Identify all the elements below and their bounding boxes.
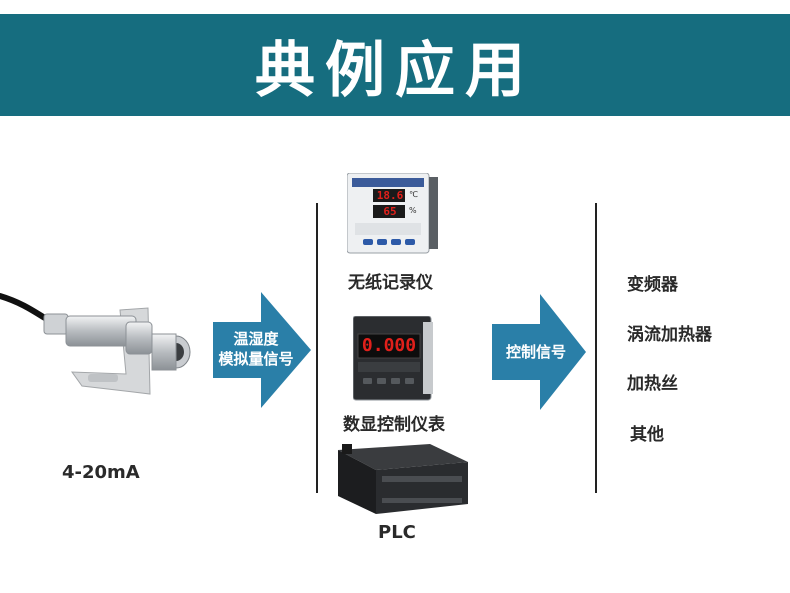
divider-left xyxy=(316,203,318,493)
arrow-analog-signal-line2: 模拟量信号 xyxy=(218,350,294,368)
digital-meter-label: 数显控制仪表 xyxy=(343,415,445,435)
arrow-analog-signal-text: 温湿度 模拟量信号 xyxy=(213,329,299,369)
meter-display: 0.000 xyxy=(361,335,417,356)
digital-meter-image: 0.000 xyxy=(353,316,433,402)
divider-right xyxy=(595,203,597,493)
sensor-image xyxy=(0,282,200,397)
arrow-control-signal: 控制信号 xyxy=(492,294,586,410)
arrow-control-signal-text: 控制信号 xyxy=(505,343,566,361)
header-banner: 典例应用 xyxy=(0,14,790,116)
recorder-unit-top: ℃ xyxy=(409,190,418,199)
output-item-induction-heater: 涡流加热器 xyxy=(627,325,712,345)
recorder-display-bottom: 65 xyxy=(383,205,397,218)
plc-label: PLC xyxy=(378,522,416,543)
recorder-unit-bottom: % xyxy=(409,206,417,215)
page-title: 典例应用 xyxy=(255,35,535,106)
paperless-recorder-image: 18.6 65 ℃ % xyxy=(347,173,439,257)
output-item-inverter: 变频器 xyxy=(627,275,678,295)
output-item-other: 其他 xyxy=(630,425,664,445)
recorder-display-top: 18.6 xyxy=(376,189,404,202)
plc-image xyxy=(330,440,470,518)
sensor-signal-label: 4-20mA xyxy=(62,462,140,483)
paperless-recorder-label: 无纸记录仪 xyxy=(348,273,433,293)
arrow-analog-signal-line1: 温湿度 xyxy=(233,330,279,348)
output-item-heating-wire: 加热丝 xyxy=(627,374,678,394)
arrow-analog-signal: 温湿度 模拟量信号 xyxy=(213,292,311,408)
